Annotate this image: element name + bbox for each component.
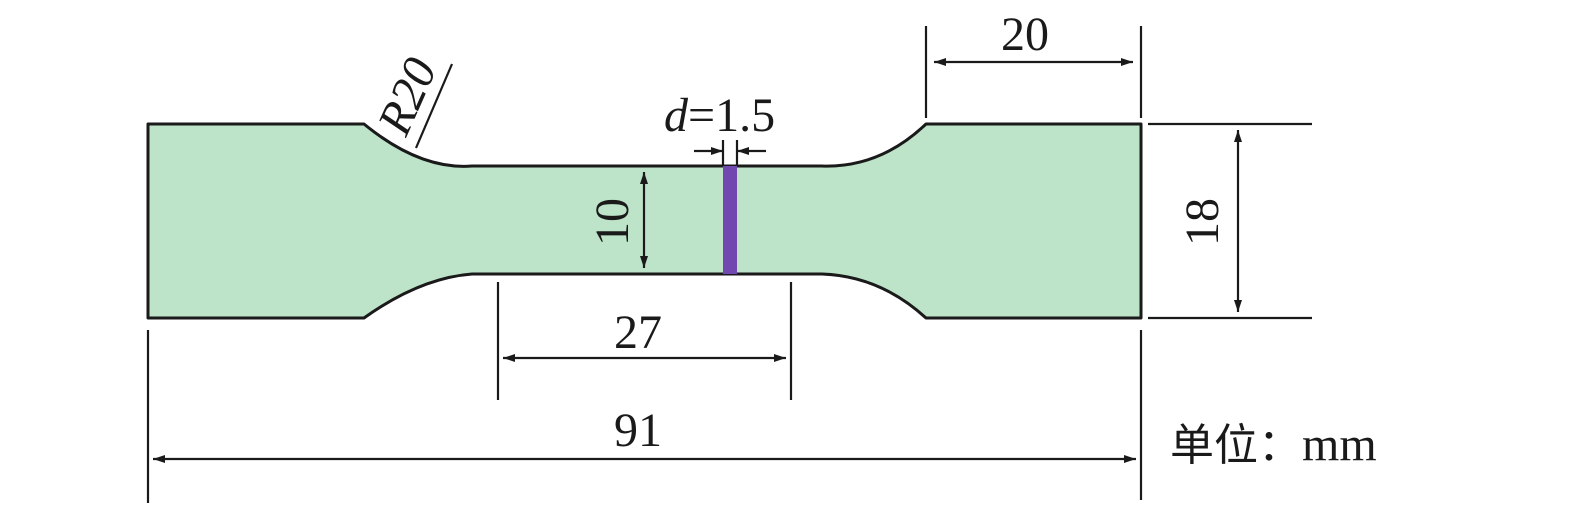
total-length-dimension: 91 [146,330,1143,503]
gauge-width-label: 10 [586,198,639,246]
unit-value: mm [1302,418,1377,471]
gauge-width-dimension: 10 [586,172,648,268]
grip-length-dimension: 20 [924,8,1143,118]
unit-label: 单位：mm [1170,418,1377,471]
grip-length-label: 20 [1001,8,1049,61]
radius-label: R20 [367,50,447,143]
total-width-label: 18 [1176,198,1229,246]
gauge-length-dimension: 27 [496,282,793,400]
notch-annotation: d=1.5 [664,89,775,166]
svg-text:d=1.5: d=1.5 [664,89,775,142]
total-length-label: 91 [614,404,662,457]
notch-value-label: =1.5 [688,89,775,142]
notch-strip [723,166,737,274]
radius-annotation: R20 [367,50,454,149]
gauge-length-label: 27 [614,306,662,359]
unit-prefix: 单位： [1170,420,1302,471]
total-width-dimension: 18 [1148,122,1312,320]
notch-var-label: d [664,89,689,142]
